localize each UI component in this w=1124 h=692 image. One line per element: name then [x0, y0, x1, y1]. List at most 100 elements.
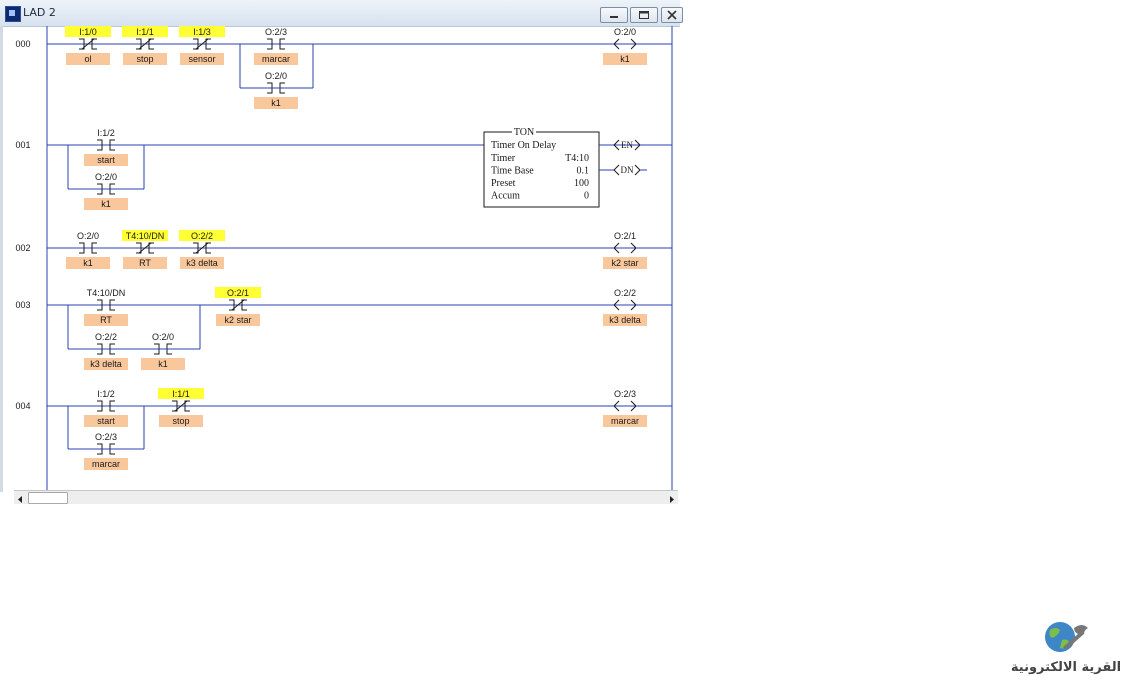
- tag-label: sensor: [188, 54, 215, 64]
- tag-box: [66, 53, 110, 65]
- minimize-button[interactable]: [600, 7, 628, 23]
- address-label: O:2/0: [95, 172, 117, 182]
- tag-label: k2 star: [224, 315, 251, 325]
- tag-box: [254, 97, 298, 109]
- watermark: القرية الالكترونية: [1010, 618, 1122, 682]
- tag-box: [84, 198, 128, 210]
- tag-box: [84, 314, 128, 326]
- tag-box: [84, 458, 128, 470]
- xic-contact[interactable]: I:1/2 start: [84, 389, 128, 427]
- forced-highlight: [65, 26, 111, 37]
- address-label: O:2/1: [614, 231, 636, 241]
- contact-slash: [174, 400, 188, 412]
- xic-contact[interactable]: O:2/3 marcar: [84, 432, 128, 470]
- tag-label: marcar: [262, 54, 290, 64]
- window-left-edge: [0, 26, 3, 492]
- ladder-app-icon: [5, 6, 21, 22]
- tag-box: [603, 415, 647, 427]
- contact-slash: [81, 38, 95, 50]
- contact-bracket: [267, 38, 273, 50]
- tag-box: [180, 257, 224, 269]
- tag-box: [180, 53, 224, 65]
- dn-output-label: DN: [621, 165, 634, 175]
- address-label: O:2/3: [95, 432, 117, 442]
- timer-param-value: T4:10: [565, 153, 589, 164]
- contact-bracket: [184, 400, 190, 412]
- close-button[interactable]: [661, 7, 683, 23]
- contact-bracket: [193, 242, 199, 254]
- xio-contact[interactable]: O:2/1k2 star: [215, 287, 261, 326]
- timer-param-label: Preset: [491, 178, 516, 189]
- tag-box: [84, 154, 128, 166]
- tag-label: start: [97, 416, 115, 426]
- address-label: O:2/0: [265, 71, 287, 81]
- tag-label: k1: [158, 359, 168, 369]
- address-label: O:2/2: [614, 288, 636, 298]
- address-label: T4:10/DN: [126, 231, 165, 241]
- output-coil[interactable]: O:2/0k1: [603, 27, 647, 65]
- output-bracket: [613, 164, 620, 176]
- contact-bracket: [97, 139, 103, 151]
- tag-label: marcar: [611, 416, 639, 426]
- scroll-left-arrow[interactable]: [14, 491, 27, 504]
- chevron-right-icon: [670, 496, 674, 503]
- forced-highlight: [122, 230, 168, 241]
- timer-name: TON: [514, 127, 534, 138]
- address-label: I:1/2: [97, 389, 115, 399]
- output-bracket: [634, 164, 641, 176]
- tag-box: [123, 53, 167, 65]
- scroll-thumb[interactable]: [28, 492, 68, 504]
- tag-box: [84, 358, 128, 370]
- xic-contact[interactable]: O:2/0k1: [141, 332, 185, 370]
- xic-contact[interactable]: O:2/0 k1: [254, 71, 298, 109]
- tag-label: marcar: [92, 459, 120, 469]
- rung-number: 002: [15, 243, 30, 253]
- forced-highlight: [179, 230, 225, 241]
- contact-slash: [195, 38, 209, 50]
- contact-bracket: [97, 400, 103, 412]
- output-coil[interactable]: O:2/1 k2 star: [603, 231, 647, 269]
- tag-box: [66, 257, 110, 269]
- contact-slash: [138, 242, 152, 254]
- title-bar[interactable]: LAD 2: [0, 0, 683, 27]
- tag-box: [254, 53, 298, 65]
- output-coil[interactable]: O:2/2k3 delta: [603, 288, 647, 326]
- rung-number: 003: [15, 300, 30, 310]
- contact-bracket: [109, 139, 115, 151]
- address-label: O:2/2: [191, 231, 213, 241]
- xio-contact[interactable]: O:2/2k3 delta: [179, 230, 225, 269]
- rung-number: 001: [15, 140, 30, 150]
- tag-label: k1: [271, 98, 281, 108]
- xio-contact[interactable]: I:1/0ol: [65, 26, 111, 65]
- contact-bracket: [229, 299, 235, 311]
- address-label: O:2/2: [95, 332, 117, 342]
- xic-contact[interactable]: O:2/0k1: [84, 172, 128, 210]
- xic-contact[interactable]: O:2/0 k1: [66, 231, 110, 269]
- address-label: O:2/3: [614, 389, 636, 399]
- tag-label: ol: [84, 54, 91, 64]
- ladder-diagram[interactable]: 000I:1/0olI:1/1stopI:1/3sensorO:2/3marca…: [0, 26, 680, 490]
- rung-number: 000: [15, 39, 30, 49]
- contact-bracket: [148, 242, 154, 254]
- horizontal-scrollbar[interactable]: [14, 490, 678, 504]
- tag-box: [603, 53, 647, 65]
- address-label: I:1/2: [97, 128, 115, 138]
- output-coil[interactable]: O:2/3 marcar: [603, 389, 647, 427]
- xic-contact[interactable]: O:2/2k3 delta: [84, 332, 128, 370]
- scroll-right-arrow[interactable]: [665, 491, 678, 504]
- tag-label: k1: [83, 258, 93, 268]
- maximize-button[interactable]: [630, 7, 658, 23]
- address-label: O:2/0: [77, 231, 99, 241]
- rung-number: 004: [15, 401, 30, 411]
- tag-label: k2 star: [611, 258, 638, 268]
- contact-bracket: [193, 38, 199, 50]
- timer-param-value: 0.1: [577, 166, 590, 177]
